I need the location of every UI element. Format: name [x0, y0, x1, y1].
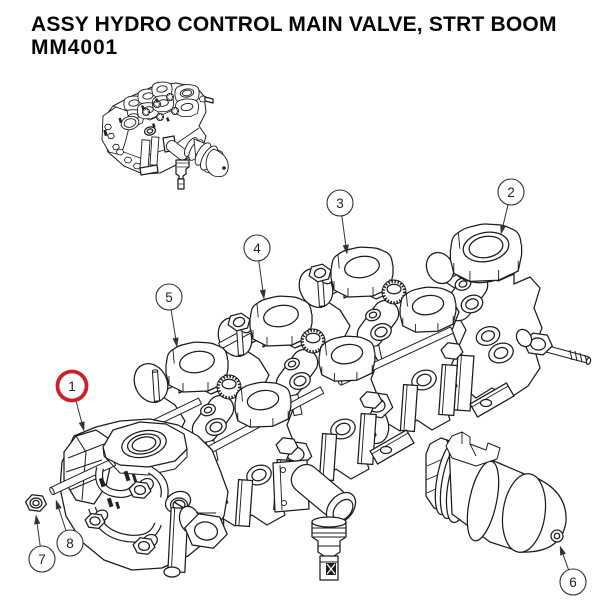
- svg-text:8: 8: [66, 536, 74, 551]
- svg-text:6: 6: [569, 575, 577, 590]
- svg-text:3: 3: [336, 196, 344, 211]
- svg-text:2: 2: [507, 185, 515, 200]
- svg-text:5: 5: [165, 290, 173, 305]
- svg-text:4: 4: [253, 241, 261, 256]
- svg-text:MM4001: MM4001: [31, 36, 118, 59]
- svg-text:ASSY HYDRO CONTROL MAIN VALVE,: ASSY HYDRO CONTROL MAIN VALVE, STRT BOOM: [31, 13, 557, 36]
- svg-text:1: 1: [68, 379, 76, 394]
- svg-text:7: 7: [38, 552, 46, 567]
